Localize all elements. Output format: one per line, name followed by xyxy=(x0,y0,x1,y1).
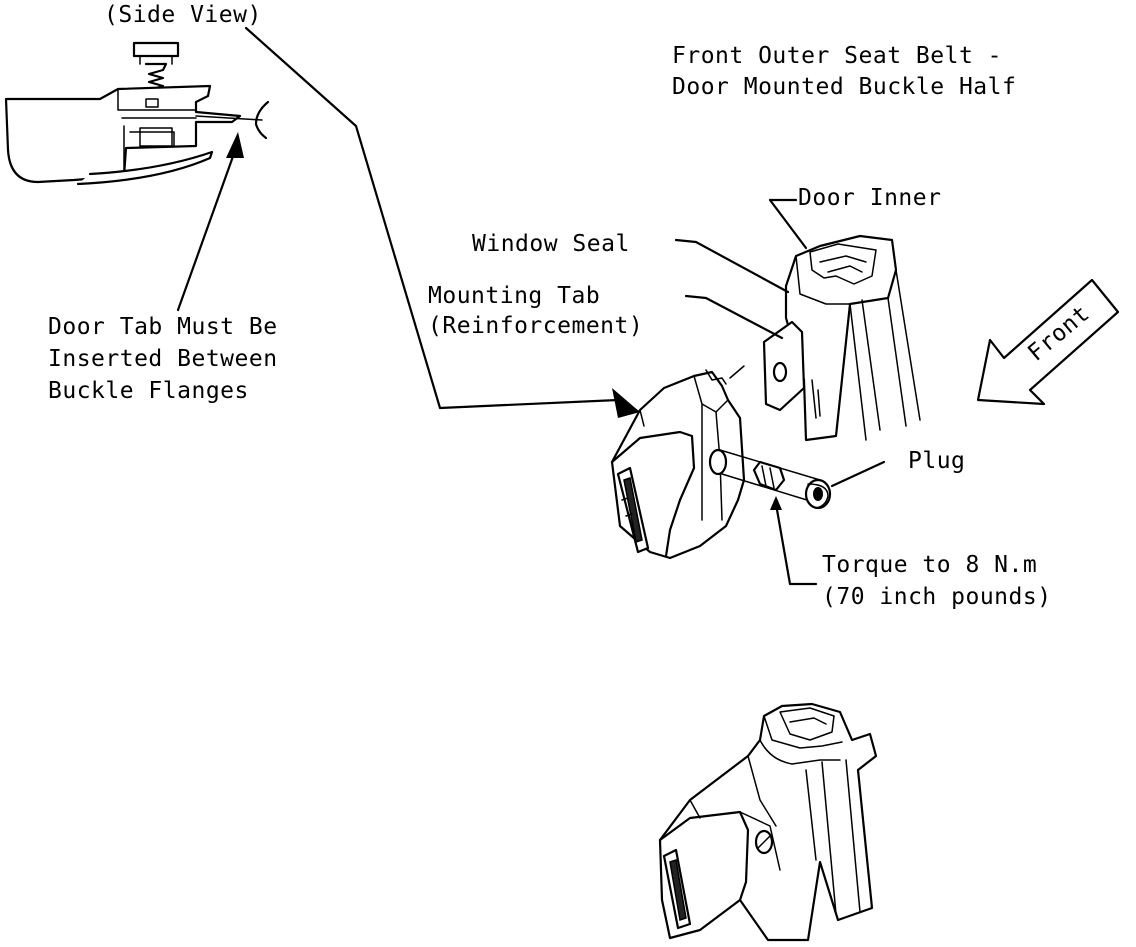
label-torque-line1: Torque to 8 N.m xyxy=(822,552,1037,578)
mounting-tab xyxy=(762,320,806,412)
label-door-inner: Door Inner xyxy=(798,185,941,211)
door-inner-panel xyxy=(784,234,921,442)
mounting-tab-leader xyxy=(684,294,784,340)
label-plug: Plug xyxy=(908,448,965,474)
window-seal-leader xyxy=(674,238,790,294)
label-door-tab-line3: Buckle Flanges xyxy=(48,378,249,404)
side-view-buckle-body xyxy=(4,84,242,184)
side-view-illustration xyxy=(4,41,270,312)
label-mounting-tab-line2: (Reinforcement) xyxy=(428,313,643,339)
label-side-view: (Side View) xyxy=(104,2,262,28)
plug-and-bolt xyxy=(708,448,832,510)
label-torque-line2: (70 inch pounds) xyxy=(822,584,1052,610)
label-door-tab-line2: Inserted Between xyxy=(48,346,278,372)
label-window-seal: Window Seal xyxy=(472,231,630,257)
side-view-bolt xyxy=(132,41,180,94)
front-direction-arrow xyxy=(976,278,1120,406)
buckle-assembly xyxy=(610,365,746,560)
label-title-line2: Door Mounted Buckle Half xyxy=(672,74,1016,100)
label-title-line1: Front Outer Seat Belt - xyxy=(672,43,1002,69)
label-door-tab-line1: Door Tab Must Be xyxy=(48,314,278,340)
plug-leader xyxy=(830,460,886,488)
label-mounting-tab-line1: Mounting Tab xyxy=(428,283,600,309)
assembled-view xyxy=(658,702,878,942)
side-view-leader xyxy=(244,26,620,410)
door-inner-leader xyxy=(768,198,808,250)
torque-leader xyxy=(774,502,818,586)
